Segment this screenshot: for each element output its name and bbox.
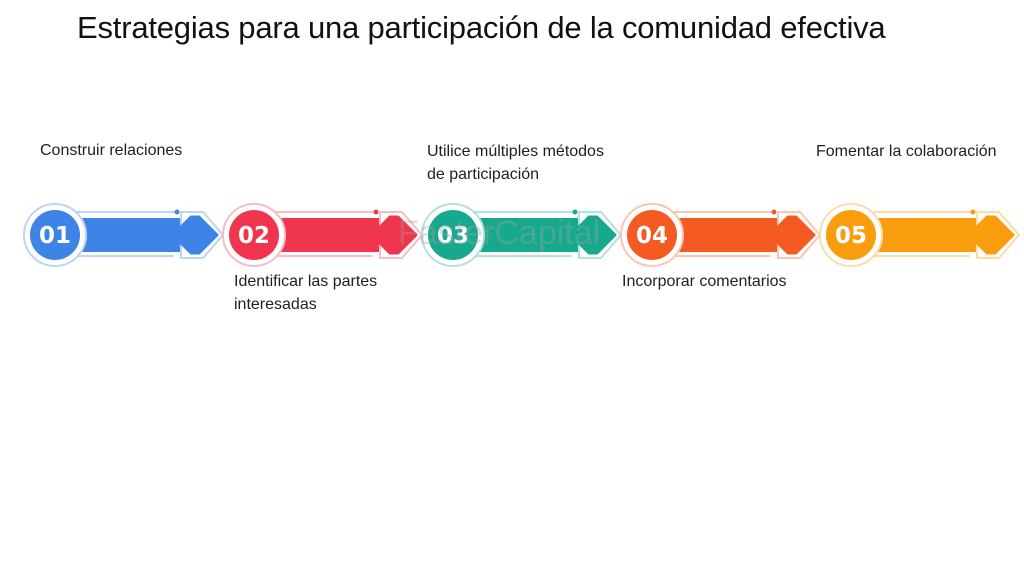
- step-4-number: 04: [636, 223, 668, 249]
- step-1-head: [171, 215, 219, 255]
- step-2-number: 02: [238, 223, 270, 249]
- step-2-arrow: 02: [222, 203, 423, 267]
- step-2-circle: [229, 210, 279, 260]
- step-5-label-line-1: Fomentar la colaboración: [816, 143, 997, 160]
- step-2-label-line-1: Identificar las partes: [234, 273, 378, 290]
- step-3-number: 03: [437, 223, 469, 249]
- step-3-head-outline: [578, 211, 622, 259]
- step-2-head: [370, 215, 418, 255]
- step-5-circle: [826, 210, 876, 260]
- step-3-arrow: 03: [421, 203, 622, 267]
- step-5-head-outline: [976, 211, 1020, 259]
- step-3-label: Utilice múltiples métodos de participaci…: [427, 140, 604, 186]
- step-2-label-line-2: interesadas: [234, 296, 317, 313]
- step-3-label-line-2: de participación: [427, 166, 540, 183]
- step-2-top-dot: [373, 209, 379, 215]
- step-4-circle: [627, 210, 677, 260]
- step-4-head-outline: [777, 211, 821, 259]
- step-3-circle: [428, 210, 478, 260]
- step-4-arrow: 04: [620, 203, 821, 267]
- step-5-label: Fomentar la colaboración: [816, 140, 997, 163]
- step-1-arrow: 01: [23, 203, 224, 267]
- step-4-label: Incorporar comentarios: [622, 270, 787, 293]
- step-4-head: [768, 215, 816, 255]
- step-1-top-dot: [174, 209, 180, 215]
- step-3-top-dot: [572, 209, 578, 215]
- step-1-head-outline: [180, 211, 224, 259]
- page-title: Estrategias para una participación de la…: [77, 10, 886, 45]
- step-1-number: 01: [39, 223, 71, 249]
- step-4-top-dot: [771, 209, 777, 215]
- step-3-head: [569, 215, 617, 255]
- step-5-number: 05: [835, 223, 867, 249]
- step-4-label-line-1: Incorporar comentarios: [622, 273, 787, 290]
- step-2-head-outline: [379, 211, 423, 259]
- step-2-label: Identificar las partes interesadas: [234, 270, 377, 316]
- step-1-circle: [30, 210, 80, 260]
- step-5-head: [967, 215, 1015, 255]
- step-3-label-line-1: Utilice múltiples métodos: [427, 143, 604, 160]
- step-1-label: Construir relaciones: [40, 139, 182, 162]
- step-5-arrow: 05: [819, 203, 1020, 267]
- step-5-top-dot: [970, 209, 976, 215]
- step-1-label-line-1: Construir relaciones: [40, 142, 183, 159]
